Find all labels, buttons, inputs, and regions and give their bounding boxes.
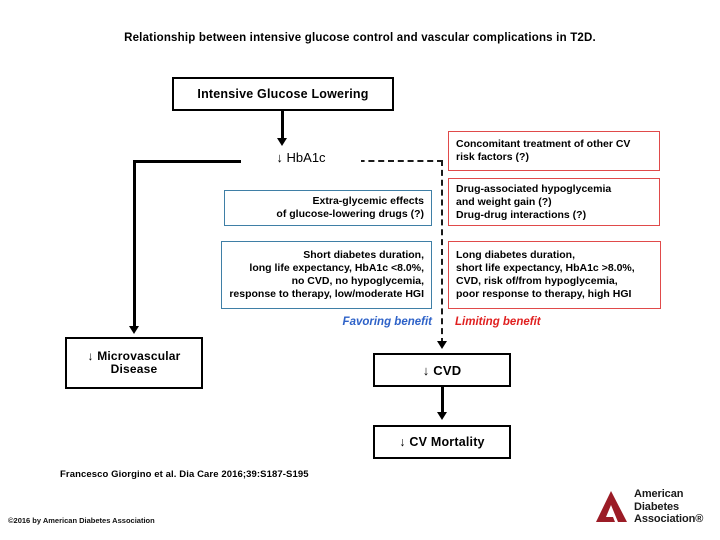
node-line: risk factors (?) (456, 151, 529, 163)
node-extra-glycemic-effects: Extra-glycemic effects of glucose-loweri… (224, 190, 432, 226)
arrowhead-icon (129, 326, 139, 334)
connector-cvd-to-cv-mortality (441, 387, 444, 415)
legend-limiting-benefit: Limiting benefit (455, 316, 541, 328)
connector-intensive-to-hba1c (281, 111, 284, 141)
node-limiting-benefit-criteria: Long diabetes duration, short life expec… (448, 241, 661, 309)
node-line: of glucose-lowering drugs (?) (276, 208, 424, 220)
node-line: response to therapy, low/moderate HGI (229, 288, 424, 300)
ada-logo-text: American Diabetes Association® (634, 488, 703, 526)
node-line: poor response to therapy, high HGI (456, 288, 632, 300)
connector-hba1c-left-horizontal (133, 160, 241, 163)
ada-line-1: American (634, 488, 684, 501)
node-line: short life expectancy, HbA1c >8.0%, (456, 262, 635, 274)
legend-favoring-benefit: Favoring benefit (342, 316, 432, 328)
page-title: Relationship between intensive glucose c… (124, 32, 596, 44)
node-line: Disease (110, 362, 158, 376)
connector-hba1c-right-horizontal-dashed (290, 160, 443, 162)
connector-hba1c-left-vertical (133, 160, 136, 328)
node-line: long life expectancy, HbA1c <8.0%, (249, 262, 424, 274)
american-diabetes-association-logo: American Diabetes Association® (594, 485, 714, 529)
arrowhead-icon (436, 412, 447, 420)
node-label: ↓ CV Mortality (399, 434, 485, 449)
ada-line-2: Diabetes (634, 500, 680, 513)
node-line: Drug-drug interactions (?) (456, 208, 587, 221)
ada-triangle-icon (596, 491, 627, 522)
node-line: and weight gain (?) (456, 195, 552, 208)
node-label: Intensive Glucose Lowering (197, 86, 369, 101)
node-favoring-benefit-criteria: Short diabetes duration, long life expec… (221, 241, 432, 309)
connector-hba1c-right-vertical-dashed (441, 160, 443, 344)
node-line: Drug-associated hypoglycemia (456, 182, 612, 195)
node-concomitant-treatment: Concomitant treatment of other CV risk f… (448, 131, 660, 171)
arrowhead-icon (437, 341, 447, 349)
node-line: Extra-glycemic effects (312, 195, 424, 207)
node-line: CVD, risk of/from hypoglycemia, (456, 275, 618, 287)
node-cvd: ↓ CVD (373, 353, 511, 387)
node-hba1c-label: ↓ HbA1c (241, 150, 361, 165)
arrowhead-icon (276, 138, 287, 146)
copyright-text: ©2016 by American Diabetes Association (8, 516, 155, 525)
node-line: Concomitant treatment of other CV (456, 138, 631, 150)
node-microvascular-disease: ↓ Microvascular Disease (65, 337, 203, 389)
node-intensive-glucose-lowering: Intensive Glucose Lowering (172, 77, 394, 111)
citation-text: Francesco Giorgino et al. Dia Care 2016;… (60, 469, 309, 480)
node-label: ↓ CVD (422, 362, 462, 378)
node-drug-associated-risks: Drug-associated hypoglycemia and weight … (448, 178, 660, 226)
node-cv-mortality: ↓ CV Mortality (373, 425, 511, 459)
ada-line-3: Association® (634, 513, 704, 526)
node-line: no CVD, no hypoglycemia, (291, 275, 424, 287)
node-line: Long diabetes duration, (456, 249, 576, 261)
node-line: Short diabetes duration, (303, 249, 424, 261)
node-line: ↓ Microvascular (87, 349, 181, 363)
